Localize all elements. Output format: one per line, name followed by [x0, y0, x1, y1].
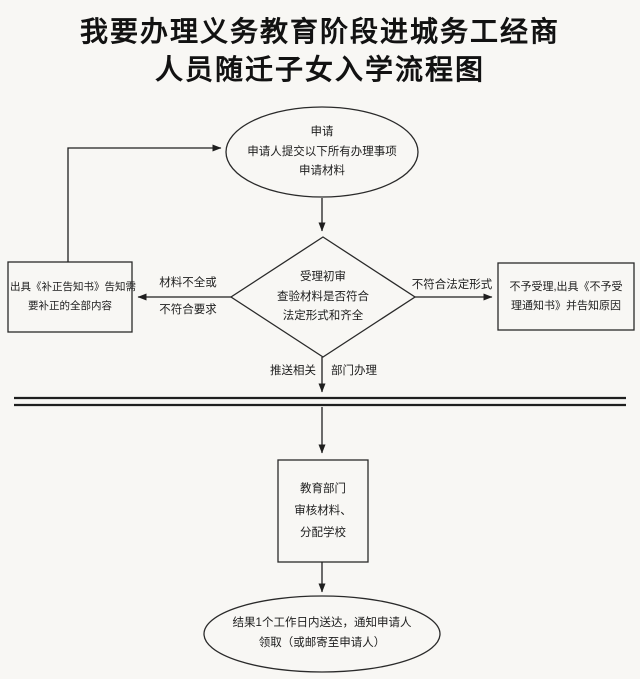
result-ellipse-shape: [203, 595, 441, 673]
edge-label-invalid-form-text: 不符合法定形式: [411, 279, 493, 291]
apply-text-line-1: 申请: [310, 126, 334, 138]
edge-label-invalid-form: 不符合法定形式: [406, 276, 498, 294]
review-text-line-2: 查验材料是否符合: [277, 290, 369, 303]
education-text-line-1: 教育部门: [300, 483, 346, 495]
supplement-box-shape: [7, 261, 133, 333]
edge-label-incomplete-line-2: 不符合要求: [159, 304, 217, 316]
result-text-line-1: 结果1个工作日内送达，通知申请人: [232, 617, 412, 629]
education-text-line-3: 分配学校: [300, 527, 346, 539]
review-text-line-3: 法定形式和齐全: [282, 310, 364, 322]
reject-text-line-1: 不予受理,出具《不予受: [509, 281, 623, 293]
edge-label-push-right: 部门办理: [329, 362, 379, 380]
edge-supplement-to-apply: [67, 144, 222, 262]
education-node-text: 教育部门 审核材料、 分配学校: [278, 478, 368, 544]
edge-label-push-left: 推送相关: [268, 362, 318, 380]
supplement-text-line-2: 要补正的全部内容: [28, 300, 112, 312]
review-diamond-shape: [229, 236, 417, 358]
apply-text-line-2: 申请人提交以下所有办理事项: [247, 145, 397, 158]
review-node-text: 受理初审 查验材料是否符合 法定形式和齐全: [243, 268, 403, 327]
edge-label-push-left-text: 推送相关: [270, 365, 316, 377]
apply-node-text: 申请 申请人提交以下所有办理事项 申请材料: [226, 123, 418, 182]
edge-label-incomplete-line-1: 材料不全或: [159, 277, 217, 289]
apply-ellipse-shape: [225, 106, 419, 198]
title-line-2: 人员随迁子女入学流程图: [154, 55, 485, 86]
review-text-line-1: 受理初审: [300, 271, 346, 283]
reject-text-line-2: 理通知书》并告知原因: [511, 300, 621, 312]
supplement-text-line-1: 出具《补正告知书》告知需: [10, 281, 136, 293]
education-box-shape: [277, 459, 369, 563]
edge-label-incomplete: 材料不全或 不符合要求: [151, 274, 225, 319]
reject-node-text: 不予受理,出具《不予受 理通知书》并告知原因: [501, 278, 631, 316]
education-text-line-2: 审核材料、: [294, 505, 352, 517]
title-line-1: 我要办理义务教育阶段进城务工经商: [79, 17, 560, 48]
supplement-node-text: 出具《补正告知书》告知需 要补正的全部内容: [10, 278, 136, 316]
result-node-text: 结果1个工作日内送达，通知申请人 领取（或邮寄至申请人）: [206, 614, 438, 653]
result-text-line-2: 领取（或邮寄至申请人）: [258, 636, 386, 649]
apply-text-line-3: 申请材料: [299, 165, 345, 177]
page-title: 我要办理义务教育阶段进城务工经商 人员随迁子女入学流程图: [0, 14, 640, 90]
edge-label-push-right-text: 部门办理: [331, 365, 377, 377]
reject-box-shape: [497, 262, 635, 331]
